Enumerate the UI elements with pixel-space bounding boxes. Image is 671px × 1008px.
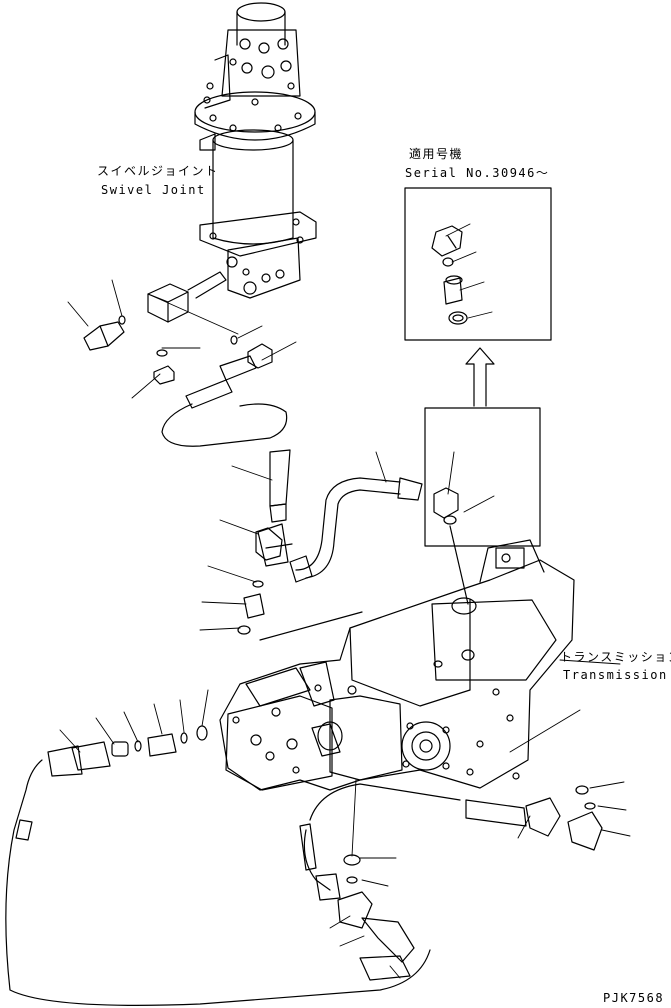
hoses <box>5 403 603 1006</box>
upgrade-arrow <box>465 347 495 407</box>
swivel-tee-fittings <box>83 271 273 409</box>
transmission <box>219 539 575 791</box>
detail-inset-box <box>424 407 541 605</box>
swivel-joint <box>194 2 317 299</box>
applicable-serial-label-jp: 適用号機 <box>409 146 463 161</box>
transmission-fittings <box>237 527 363 641</box>
swivel-joint-label-en: Swivel Joint <box>101 183 206 197</box>
serial-inset-box <box>404 187 552 341</box>
transmission-label-en: Transmission <box>563 668 668 682</box>
leader-lines <box>59 223 631 979</box>
text-labels: スイベルジョイント Swivel Joint 適用号機 Serial No.30… <box>97 146 671 1005</box>
swivel-joint-label-jp: スイベルジョイント <box>97 164 219 178</box>
applicable-serial-label-en: Serial No.30946～ <box>405 166 549 180</box>
drawing-code: PJK7568 <box>603 991 664 1005</box>
transmission-label-jp: トランスミッション <box>560 650 671 664</box>
